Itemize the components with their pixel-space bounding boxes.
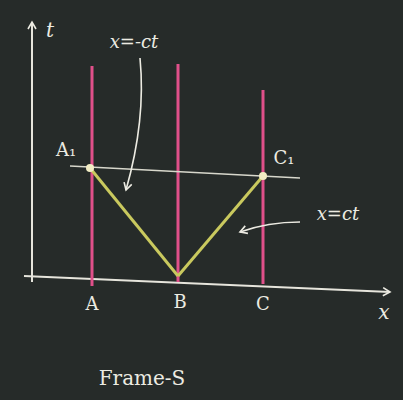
- axis-label: x: [378, 302, 389, 322]
- point-label: A: [86, 295, 99, 313]
- light-ray-left: [90, 168, 178, 276]
- equation-label: x=ct: [317, 205, 360, 223]
- t-axis: [31, 22, 33, 282]
- leader-line: [126, 58, 141, 190]
- event-label: A₁: [56, 141, 76, 159]
- point-label: B: [173, 293, 186, 311]
- point-label: C: [256, 295, 270, 313]
- worldline-a: [91, 66, 94, 286]
- caption: Frame-S: [99, 368, 186, 388]
- x-axis: [24, 276, 390, 292]
- leader-line: [240, 222, 300, 232]
- equation-label: x=-ct: [110, 33, 159, 51]
- event-label: C₁: [274, 149, 295, 167]
- light-ray-right: [178, 176, 263, 276]
- worldline-c: [262, 90, 265, 284]
- event-dot: [86, 164, 94, 172]
- worldline-b: [177, 64, 180, 282]
- event-dot: [259, 172, 267, 180]
- axis-label: t: [46, 20, 54, 40]
